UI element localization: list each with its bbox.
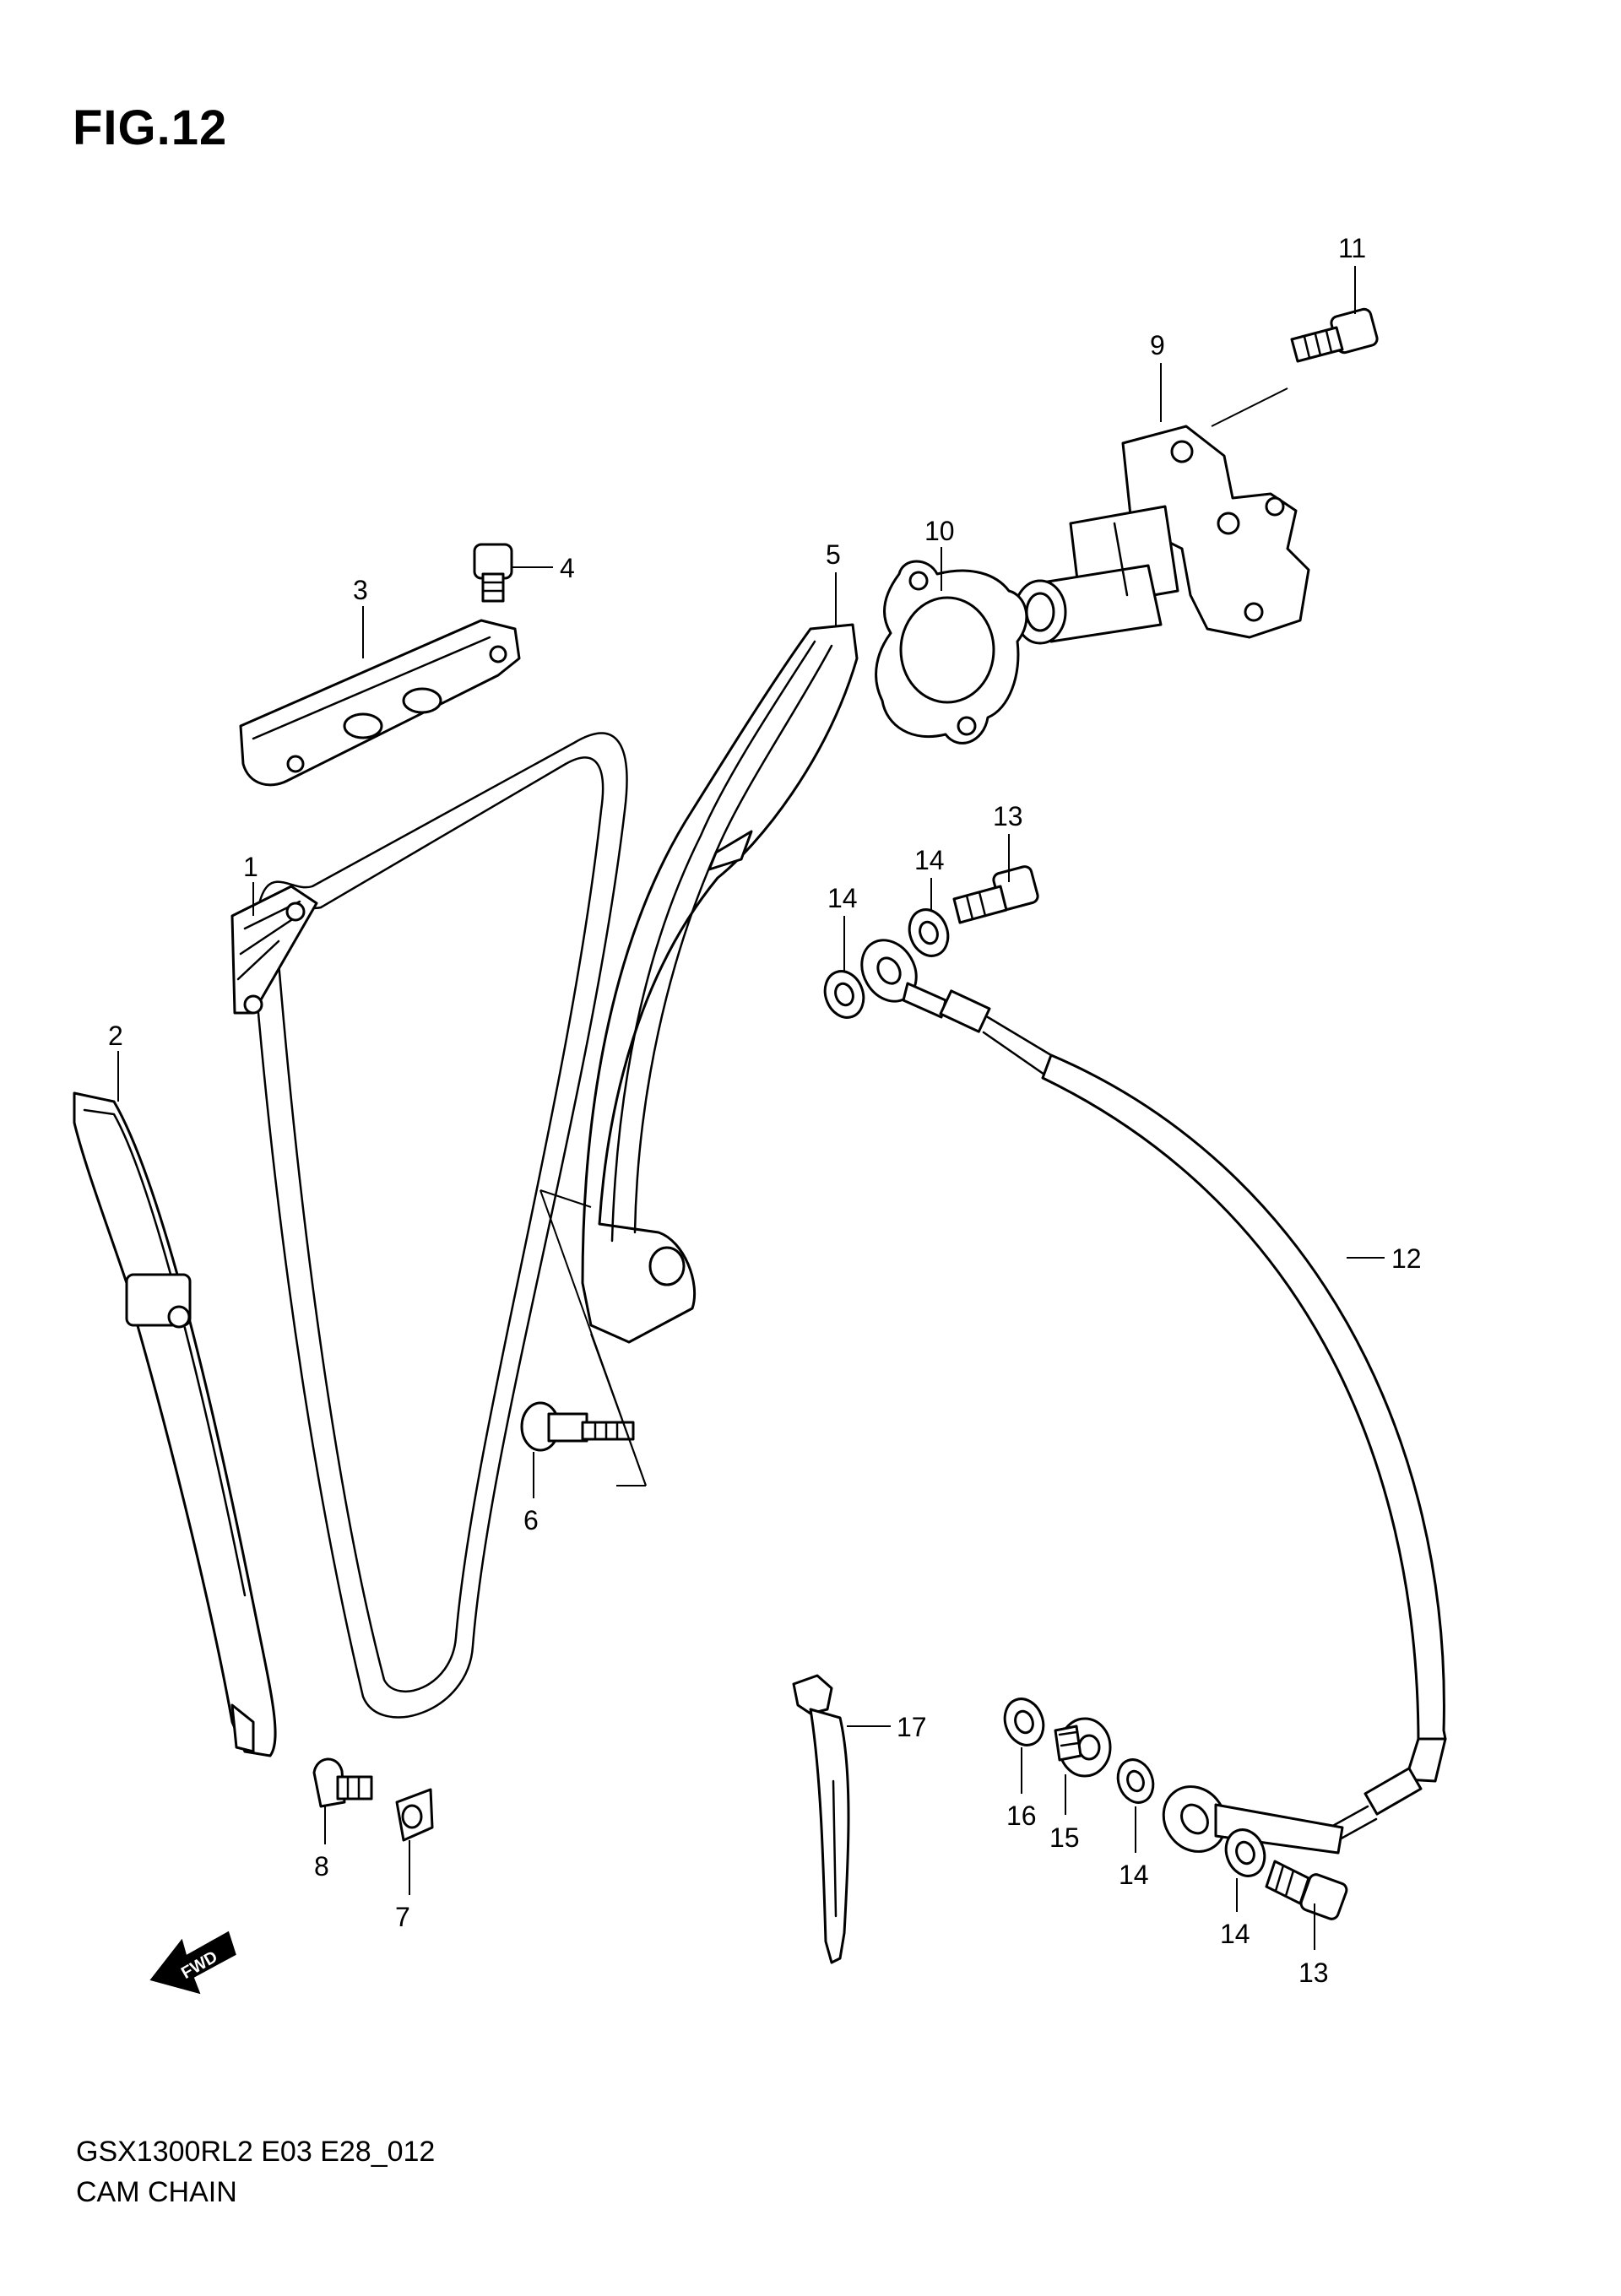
callout-labels: 1 2 3 4 5 6 7 8 9 10 11 12 13 13 14 14 1… bbox=[108, 233, 1422, 1988]
callout-14-upper-b: 14 bbox=[914, 845, 945, 875]
figure-title: FIG.12 bbox=[73, 100, 228, 155]
part-washer-14-upper-a bbox=[823, 970, 865, 1019]
callout-2: 2 bbox=[108, 1021, 123, 1051]
callout-16: 16 bbox=[1006, 1801, 1037, 1831]
part-bolt-4 bbox=[473, 543, 513, 603]
chain-link-segment bbox=[230, 885, 318, 1015]
callout-15: 15 bbox=[1049, 1822, 1080, 1853]
part-chain-tensioner-adjuster-5 bbox=[581, 623, 859, 1344]
part-chain-tensioner-9 bbox=[1013, 425, 1310, 645]
part-cam-chain-guide-2 bbox=[73, 1091, 277, 1757]
part-washer-14-lower-b bbox=[1224, 1828, 1266, 1877]
callout-5: 5 bbox=[826, 539, 841, 570]
part-cam-chain bbox=[230, 732, 628, 1719]
callout-14-upper-a: 14 bbox=[827, 883, 858, 913]
fwd-direction-arrow: FWD bbox=[149, 1930, 236, 1995]
leader-lines bbox=[117, 266, 1385, 1950]
assembly-name: CAM CHAIN bbox=[76, 2176, 237, 2208]
assembly-bracket bbox=[539, 1189, 647, 1486]
part-union-bolt-13-lower bbox=[1265, 1860, 1348, 1920]
part-union-bolt-13-upper bbox=[952, 865, 1039, 924]
part-plate-7 bbox=[395, 1788, 434, 1842]
callout-10: 10 bbox=[924, 516, 955, 546]
callout-8: 8 bbox=[314, 1851, 329, 1882]
part-bolt-11 bbox=[1290, 307, 1379, 363]
callout-6: 6 bbox=[523, 1505, 539, 1535]
part-washer-14-lower-a bbox=[1116, 1758, 1155, 1804]
callout-11: 11 bbox=[1338, 233, 1366, 263]
callout-3: 3 bbox=[353, 575, 368, 605]
callout-12: 12 bbox=[1391, 1243, 1422, 1274]
part-screw-8 bbox=[312, 1757, 373, 1808]
part-oil-hose-12 bbox=[860, 939, 1447, 1855]
part-cam-chain-guide-no3 bbox=[239, 619, 521, 787]
callout-1: 1 bbox=[243, 852, 258, 882]
callout-13-upper: 13 bbox=[993, 801, 1023, 831]
part-clamp-17 bbox=[792, 1674, 850, 1964]
callout-9: 9 bbox=[1150, 330, 1165, 360]
callout-4: 4 bbox=[560, 553, 575, 583]
callout-17: 17 bbox=[897, 1712, 927, 1742]
model-code: GSX1300RL2 E03 E28_012 bbox=[76, 2136, 436, 2168]
callout-13-lower: 13 bbox=[1298, 1958, 1329, 1988]
part-washer-16 bbox=[1003, 1698, 1045, 1746]
callout-14-lower-a: 14 bbox=[1119, 1860, 1149, 1890]
callout-7: 7 bbox=[395, 1902, 410, 1932]
part-pivot-bolt-6 bbox=[520, 1401, 635, 1452]
part-gasket-10 bbox=[875, 560, 1028, 745]
part-washer-14-upper-b bbox=[908, 908, 950, 957]
part-plug-bolt-15 bbox=[1054, 1717, 1112, 1778]
callout-14-lower-b: 14 bbox=[1220, 1919, 1250, 1949]
